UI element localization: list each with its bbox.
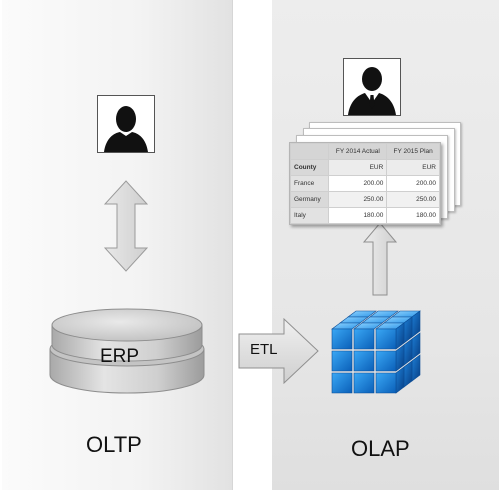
- column-header: FY 2015 Plan: [386, 143, 440, 160]
- cube-cell: [353, 328, 375, 350]
- cube-cell: [395, 344, 405, 372]
- cube-cell: [411, 332, 421, 360]
- value-cell: 180.00: [328, 207, 388, 224]
- user-suit-icon: [343, 58, 401, 116]
- value-cell: 250.00: [328, 191, 388, 208]
- erp-label: ERP: [100, 346, 140, 367]
- unit-cell: EUR: [328, 159, 388, 176]
- country-cell: Germany: [289, 191, 330, 208]
- table-corner: [289, 143, 330, 160]
- etl-arrow-icon: [238, 318, 319, 384]
- value-cell: 180.00: [386, 207, 440, 224]
- cube-cell: [403, 338, 413, 366]
- user-silhouette-icon: [97, 95, 155, 153]
- cube-cell: [331, 372, 353, 394]
- etl-label: ETL: [250, 341, 278, 358]
- row-header-label: County: [289, 159, 330, 176]
- up-arrow-icon: [363, 222, 397, 296]
- value-cell: 200.00: [328, 175, 388, 192]
- column-header: FY 2014 Actual: [328, 143, 388, 160]
- database-disk-icon: [49, 308, 205, 394]
- double-arrow-icon: [104, 180, 148, 272]
- cube-cell: [331, 328, 353, 350]
- cube-cell: [375, 328, 397, 350]
- olap-label: OLAP: [351, 436, 410, 461]
- value-cell: 200.00: [386, 175, 440, 192]
- cube-cell: [331, 350, 353, 372]
- olap-cube-icon: [331, 310, 421, 394]
- cube-cell: [353, 350, 375, 372]
- cube-cell: [375, 372, 397, 394]
- value-cell: 250.00: [386, 191, 440, 208]
- country-cell: Italy: [289, 207, 330, 224]
- oltp-label: OLTP: [86, 432, 142, 457]
- report-table: FY 2014 Actual FY 2015 Plan County EUR E…: [289, 142, 441, 225]
- country-cell: France: [289, 175, 330, 192]
- cube-cell: [353, 372, 375, 394]
- cube-cell: [403, 360, 413, 388]
- cube-cell: [375, 350, 397, 372]
- unit-cell: EUR: [386, 159, 440, 176]
- cube-cell: [395, 366, 405, 394]
- cube-cell: [411, 354, 421, 382]
